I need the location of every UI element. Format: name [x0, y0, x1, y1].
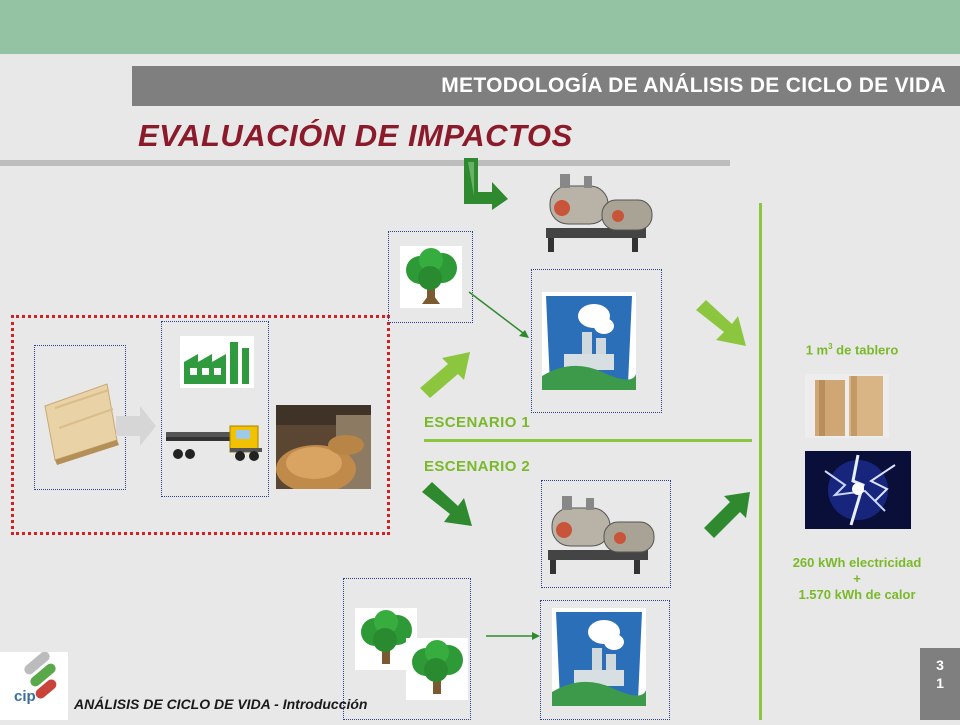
factory-icon	[180, 336, 254, 388]
tree-icon-a	[355, 608, 417, 670]
heat-value: 1.570 kWh de calor	[798, 587, 916, 602]
page-digit-2: 1	[936, 675, 944, 691]
top-band	[0, 0, 960, 54]
logo: cip	[0, 651, 68, 720]
tree-icon-b	[406, 638, 468, 700]
biomass-box-scenario-1	[388, 231, 473, 323]
board-label: 1 m3 de tablero	[805, 342, 899, 358]
page-digit-1: 3	[936, 657, 944, 673]
electricity-value: 260 kWh electricidad	[792, 555, 922, 570]
truck-icon	[166, 425, 262, 461]
boiler-icon-scenario-1	[546, 174, 653, 252]
factory-transport-box	[161, 321, 269, 497]
arrow-to-products-2	[704, 492, 750, 538]
boiler-box-scenario-2	[541, 480, 671, 588]
wood-board-icon	[44, 383, 119, 465]
scenario-1-label: ESCENARIO 1	[424, 414, 531, 431]
wood-chips-photo	[276, 405, 371, 489]
footer-text: ANÁLISIS DE CICLO DE VIDA - Introducción	[74, 696, 368, 712]
title-rule	[0, 160, 730, 166]
plus-sign: +	[853, 571, 861, 586]
boiler-icon-scenario-2	[548, 496, 655, 574]
energy-label: 260 kWh electricidad + 1.570 kWh de calo…	[770, 555, 944, 603]
slide-title: EVALUACIÓN DE IMPACTOS	[138, 118, 573, 153]
particle-board-photo	[805, 374, 889, 438]
production-chain-group	[11, 315, 390, 535]
connector-arrow-icon	[468, 291, 529, 338]
header-bar: METODOLOGÍA DE ANÁLISIS DE CICLO DE VIDA	[132, 66, 960, 106]
turn-arrow-icon	[464, 158, 508, 210]
logo-text: cip	[14, 688, 36, 705]
power-plant-icon-scenario-2	[552, 608, 646, 706]
header-title: METODOLOGÍA DE ANÁLISIS DE CICLO DE VIDA	[441, 74, 946, 97]
wood-board-box	[34, 345, 126, 490]
page-number: 3 1	[920, 648, 960, 720]
arrow-to-products-1	[696, 300, 746, 346]
power-plant-box-scenario-1	[531, 269, 662, 413]
tree-icon	[400, 246, 462, 308]
products-line	[759, 203, 762, 720]
gray-arrow-icon	[116, 406, 156, 446]
power-plant-icon-scenario-1	[542, 292, 636, 390]
arrow-down-right-icon	[422, 482, 472, 526]
scenario-divider	[424, 439, 752, 442]
connector-arrow-icon-2	[486, 632, 540, 640]
arrow-up-right-icon	[420, 352, 470, 398]
scenario-2-label: ESCENARIO 2	[424, 458, 531, 475]
electricity-photo	[805, 451, 911, 529]
